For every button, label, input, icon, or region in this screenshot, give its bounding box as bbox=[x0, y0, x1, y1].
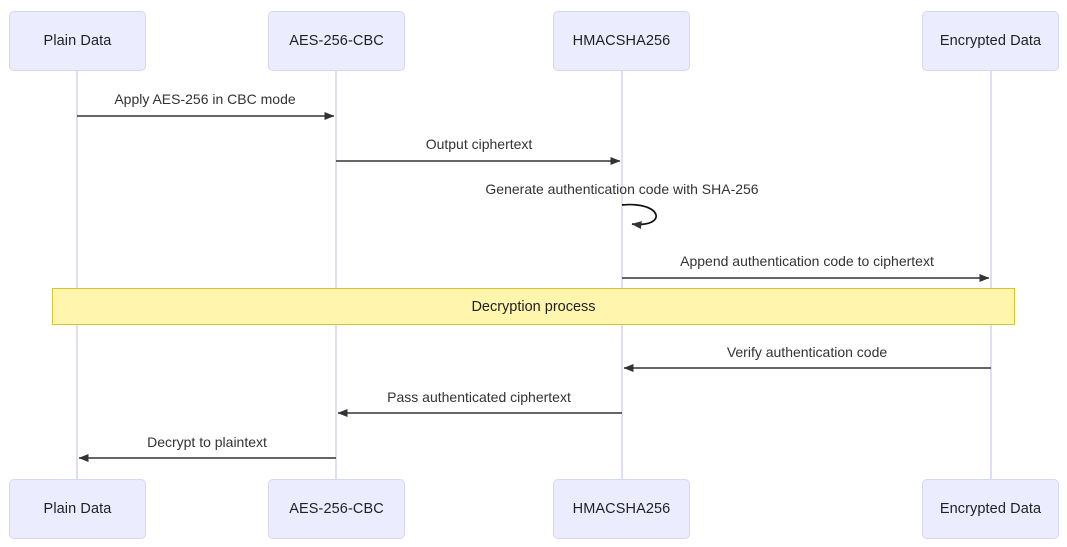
arrow-generate-auth-code-selfloop bbox=[621, 203, 657, 230]
actor-box-top-aes-256-cbc[interactable]: AES-256-CBC bbox=[268, 11, 405, 71]
actor-label: HMACSHA256 bbox=[572, 501, 671, 517]
actor-box-bottom-aes-256-cbc[interactable]: AES-256-CBC bbox=[268, 479, 405, 539]
actor-label: AES-256-CBC bbox=[289, 33, 384, 49]
actor-label: Plain Data bbox=[43, 33, 112, 49]
actor-box-top-hmacsha256[interactable]: HMACSHA256 bbox=[553, 11, 690, 71]
actor-label: Plain Data bbox=[43, 501, 112, 517]
actor-box-bottom-hmacsha256[interactable]: HMACSHA256 bbox=[553, 479, 690, 539]
actor-label: HMACSHA256 bbox=[572, 33, 671, 49]
message-label-decrypt-to-plaintext: Decrypt to plaintext bbox=[147, 434, 267, 450]
message-label-output-ciphertext: Output ciphertext bbox=[425, 136, 533, 152]
actor-label: AES-256-CBC bbox=[289, 501, 384, 517]
actor-label: Encrypted Data bbox=[939, 501, 1042, 517]
message-label-pass-authenticated-ciphertext: Pass authenticated ciphertext bbox=[387, 389, 571, 405]
actor-box-top-plain-data[interactable]: Plain Data bbox=[9, 11, 146, 71]
actor-box-bottom-encrypted-data[interactable]: Encrypted Data bbox=[922, 479, 1059, 539]
message-label-verify-auth-code: Verify authentication code bbox=[726, 344, 888, 360]
note-band-decryption-process: Decryption process bbox=[52, 288, 1015, 325]
actor-box-top-encrypted-data[interactable]: Encrypted Data bbox=[922, 11, 1059, 71]
message-label-apply-aes-256: Apply AES-256 in CBC mode bbox=[114, 91, 296, 107]
actor-box-bottom-plain-data[interactable]: Plain Data bbox=[9, 479, 146, 539]
lifelines bbox=[76, 71, 992, 479]
message-arrows bbox=[77, 112, 991, 462]
message-label-append-auth-code: Append authentication code to ciphertext bbox=[680, 253, 934, 269]
actor-label: Encrypted Data bbox=[939, 33, 1042, 49]
message-label-generate-auth-code: Generate authentication code with SHA-25… bbox=[485, 181, 759, 197]
note-band-label: Decryption process bbox=[471, 298, 596, 315]
